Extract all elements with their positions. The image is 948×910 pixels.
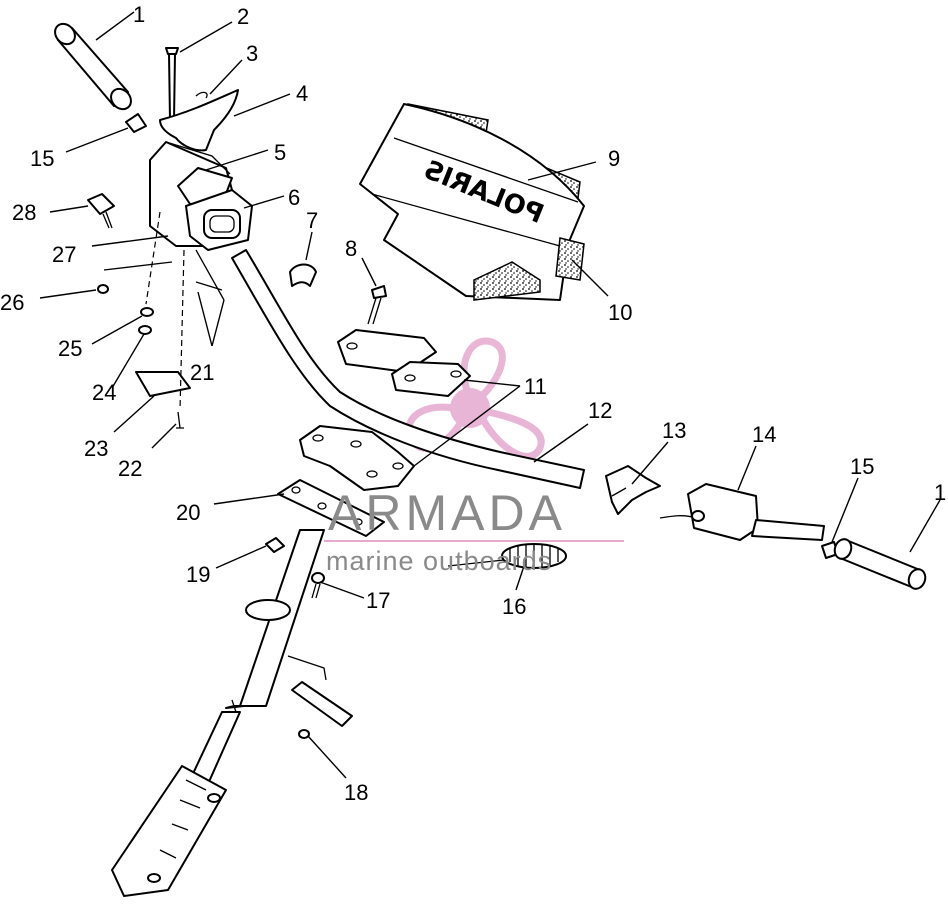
alignment-line (195, 249, 225, 301)
callout-15-top: 15 (30, 146, 54, 171)
leader-lines (39, 11, 941, 779)
callout-15-right: 15 (850, 454, 874, 479)
callout-27: 27 (52, 242, 76, 267)
watermark-subtitle: marine outboards (326, 546, 552, 576)
handlebar-pad-9: POLARIS (359, 103, 585, 301)
throttle-lever-4 (159, 89, 239, 152)
watermark: ARMADA marine outboards (324, 485, 624, 576)
callout-6: 6 (288, 185, 300, 210)
callout-4: 4 (296, 81, 308, 106)
screw-22 (176, 411, 184, 429)
plug-15-left (125, 113, 147, 133)
brake-lever-13 (605, 465, 661, 515)
nut-26 (97, 284, 109, 294)
callout-22: 22 (118, 456, 142, 481)
propeller-hub (450, 388, 490, 428)
washer-25 (140, 307, 154, 317)
left-grip (54, 22, 132, 111)
washer-24 (138, 325, 152, 335)
watermark-title: ARMADA (328, 485, 566, 541)
callout-16: 16 (502, 594, 526, 619)
alignment-line (103, 261, 173, 271)
callout-25: 25 (58, 336, 82, 361)
right-grip (833, 538, 927, 590)
callout-numbers: 1 2 3 4 15 5 6 28 27 7 8 9 10 26 25 21 2… (0, 2, 946, 805)
callout-1-left: 1 (133, 2, 145, 27)
right-switch-14 (659, 483, 825, 541)
callout-2: 2 (237, 4, 249, 29)
clamp-lower-11 (299, 425, 415, 491)
callout-18: 18 (344, 780, 368, 805)
callout-12: 12 (588, 398, 612, 423)
knob-28 (87, 193, 115, 229)
clamp-upper-11 (337, 329, 471, 397)
callout-20: 20 (176, 500, 200, 525)
handlebar-12 (231, 249, 585, 489)
clip-7 (289, 263, 317, 287)
callout-28: 28 (12, 200, 36, 225)
bracket-23 (135, 371, 191, 397)
callout-8: 8 (345, 236, 357, 261)
callout-17: 17 (366, 588, 390, 613)
propeller-blade-right (477, 408, 545, 460)
callout-13: 13 (662, 418, 686, 443)
nut-19 (265, 537, 285, 553)
clip-3 (195, 91, 208, 99)
steering-post (111, 529, 325, 897)
bolt-17 (311, 572, 325, 599)
sleeve-18 (291, 681, 353, 739)
mount-plate-20 (277, 479, 385, 537)
callout-23: 23 (84, 436, 108, 461)
callout-10: 10 (608, 300, 632, 325)
callout-9: 9 (608, 146, 620, 171)
bolt-8 (367, 285, 387, 325)
alignment-line (145, 211, 161, 305)
spring-16 (447, 543, 567, 569)
callout-7: 7 (306, 208, 318, 233)
callout-5: 5 (274, 140, 286, 165)
callout-24: 24 (92, 380, 116, 405)
callout-3: 3 (246, 41, 258, 66)
switch-housing-6 (185, 189, 253, 251)
callout-21: 21 (190, 360, 214, 385)
alignment-line (287, 655, 327, 681)
callout-1-right: 1 (934, 480, 946, 505)
bolt-2 (165, 47, 179, 121)
alignment-line (179, 249, 185, 411)
callout-19: 19 (186, 562, 210, 587)
callout-11: 11 (524, 374, 547, 399)
callout-14: 14 (752, 422, 776, 447)
callout-26: 26 (0, 290, 24, 315)
